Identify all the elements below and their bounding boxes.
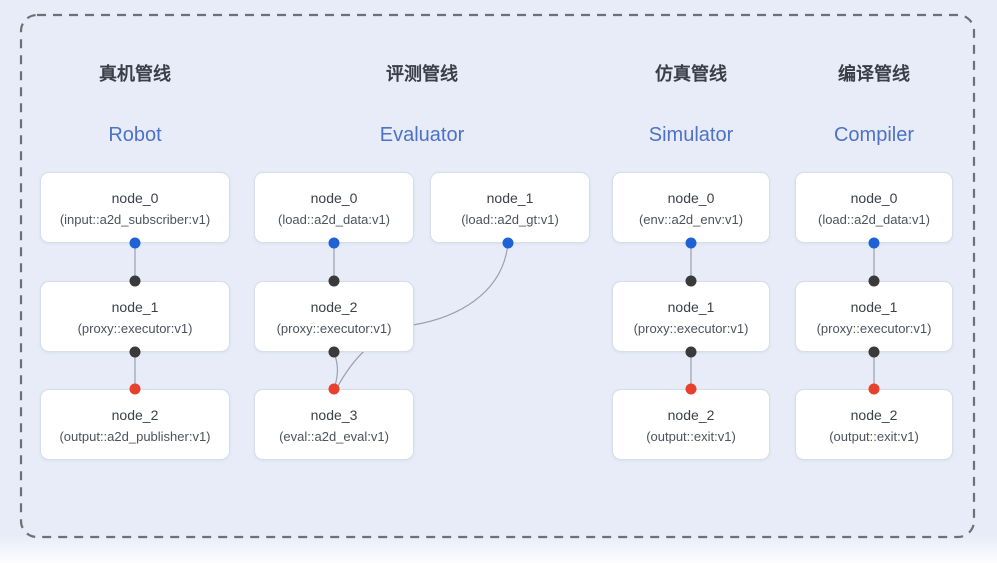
- node-name: node_1: [111, 298, 159, 315]
- node-name: node_0: [667, 189, 715, 206]
- node-name: node_0: [310, 189, 358, 206]
- node-type: (eval::a2d_eval:v1): [279, 428, 389, 444]
- node-type: (input::a2d_subscriber:v1): [59, 211, 211, 227]
- node-card-evaluator-node_1[interactable]: node_1 (load::a2d_gt:v1): [430, 172, 590, 243]
- node-type: (output::exit:v1): [646, 428, 736, 444]
- node-type: (load::a2d_data:v1): [277, 211, 391, 227]
- pipeline-title-en-simulator: Simulator: [648, 124, 734, 146]
- node-card-simulator-node_2[interactable]: node_2 (output::exit:v1): [612, 389, 770, 460]
- node-card-evaluator-node_2[interactable]: node_2 (proxy::executor:v1): [254, 281, 414, 352]
- node-name: node_0: [111, 189, 159, 206]
- node-type: (proxy::executor:v1): [633, 320, 749, 336]
- node-name: node_1: [667, 298, 715, 315]
- node-name: node_2: [310, 298, 358, 315]
- node-name: node_3: [310, 406, 358, 423]
- node-card-compiler-node_0[interactable]: node_0 (load::a2d_data:v1): [795, 172, 953, 243]
- node-card-robot-node_1[interactable]: node_1 (proxy::executor:v1): [40, 281, 230, 352]
- node-card-simulator-node_1[interactable]: node_1 (proxy::executor:v1): [612, 281, 770, 352]
- pipeline-title-zh-simulator: 仿真管线: [655, 64, 727, 84]
- node-type: (load::a2d_gt:v1): [461, 211, 559, 227]
- node-name: node_2: [850, 406, 898, 423]
- node-type: (proxy::executor:v1): [276, 320, 392, 336]
- node-type: (output::a2d_publisher:v1): [59, 428, 211, 444]
- edge-eval-2-3: [333, 351, 339, 388]
- pipeline-title-zh-evaluator: 评测管线: [386, 64, 458, 84]
- pipeline-title-zh-compiler: 编译管线: [838, 64, 910, 84]
- node-type: (env::a2d_env:v1): [638, 211, 744, 227]
- pipeline-title-en-compiler: Compiler: [833, 124, 915, 146]
- node-card-compiler-node_2[interactable]: node_2 (output::exit:v1): [795, 389, 953, 460]
- node-name: node_1: [486, 189, 534, 206]
- node-card-evaluator-node_0[interactable]: node_0 (load::a2d_data:v1): [254, 172, 414, 243]
- node-name: node_2: [111, 406, 159, 423]
- node-card-robot-node_2[interactable]: node_2 (output::a2d_publisher:v1): [40, 389, 230, 460]
- node-type: (output::exit:v1): [829, 428, 919, 444]
- pipeline-title-en-evaluator: Evaluator: [379, 124, 465, 146]
- node-type: (proxy::executor:v1): [816, 320, 932, 336]
- node-name: node_0: [850, 189, 898, 206]
- node-card-evaluator-node_3[interactable]: node_3 (eval::a2d_eval:v1): [254, 389, 414, 460]
- node-name: node_1: [850, 298, 898, 315]
- node-type: (load::a2d_data:v1): [817, 211, 931, 227]
- pipeline-title-zh-robot: 真机管线: [99, 64, 171, 84]
- node-card-compiler-node_1[interactable]: node_1 (proxy::executor:v1): [795, 281, 953, 352]
- node-type: (proxy::executor:v1): [77, 320, 193, 336]
- node-name: node_2: [667, 406, 715, 423]
- node-card-simulator-node_0[interactable]: node_0 (env::a2d_env:v1): [612, 172, 770, 243]
- pipeline-title-en-robot: Robot: [108, 124, 162, 146]
- node-card-robot-node_0[interactable]: node_0 (input::a2d_subscriber:v1): [40, 172, 230, 243]
